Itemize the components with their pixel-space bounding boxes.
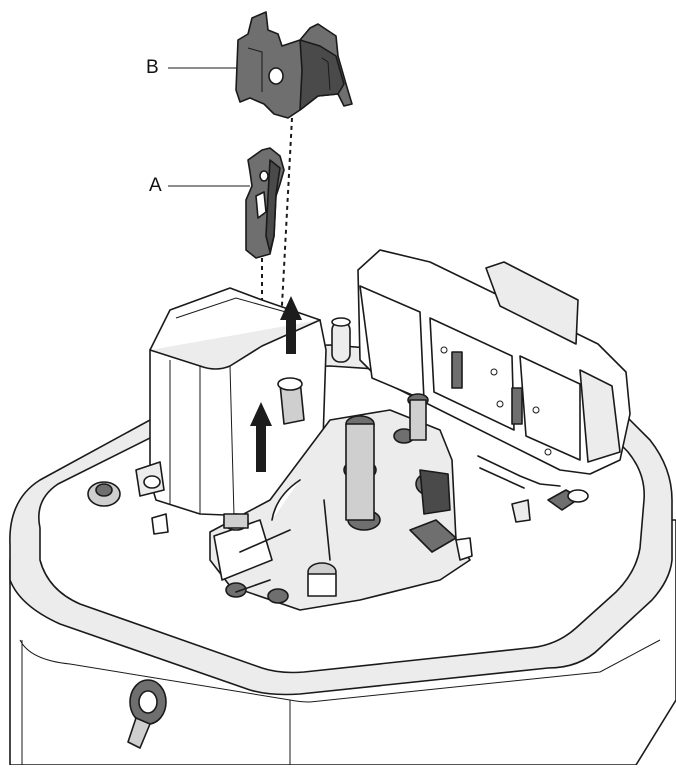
callout-label-b: B (146, 57, 159, 78)
callout-label-a: A (149, 175, 162, 196)
part-b-bracket (235, 11, 353, 119)
motor-housing (149, 287, 351, 517)
valve-assembly (209, 377, 473, 611)
part-a-lever (245, 147, 285, 259)
control-unit (357, 249, 631, 523)
lid-fittings (87, 461, 169, 535)
lift-arrow-upper (280, 296, 302, 354)
lift-arrow-lower (250, 402, 272, 472)
